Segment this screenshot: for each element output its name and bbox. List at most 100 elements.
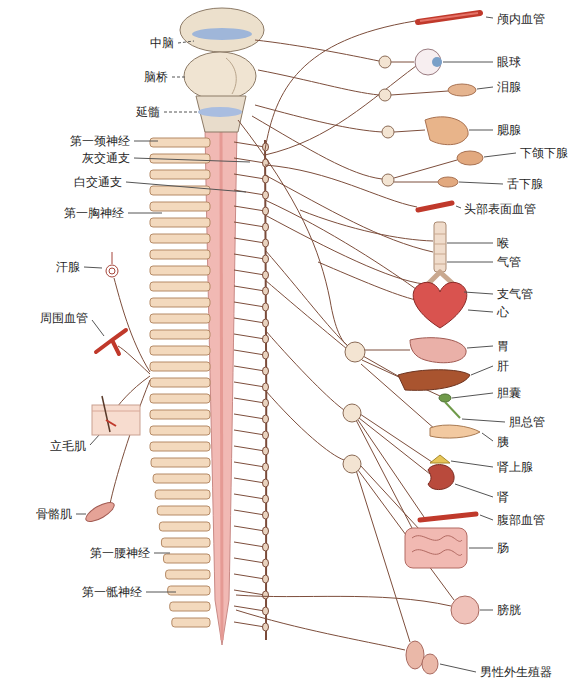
spinal-nerve-roots <box>150 234 210 243</box>
organ-label: 舌下腺 <box>507 177 543 191</box>
organ-label: 肾上腺 <box>497 460 533 474</box>
structure-label: 灰交通支 <box>82 151 130 165</box>
sympathetic-trunk <box>263 255 269 263</box>
nerve-fiber <box>391 91 448 95</box>
structure-label: 立毛肌 <box>50 439 86 453</box>
sympathetic-trunk <box>263 335 269 343</box>
nerve-fiber <box>236 595 451 606</box>
blood-vessel <box>418 203 452 210</box>
ganglion <box>382 174 394 186</box>
nerve-fiber <box>394 160 457 178</box>
spinal-nerve-roots <box>234 350 265 355</box>
brainstem <box>192 28 252 40</box>
blood-vessel <box>418 13 480 520</box>
leader-line <box>467 346 493 348</box>
sympathetic-trunk <box>263 495 269 503</box>
spinal-nerve-roots <box>234 254 265 259</box>
brainstem <box>198 107 242 117</box>
spinal-nerve-roots <box>234 142 265 147</box>
sweat-gland <box>106 265 118 277</box>
sympathetic-trunk <box>263 623 269 631</box>
skeletal-muscle <box>83 499 117 525</box>
brainstem <box>226 58 236 94</box>
leader-line <box>462 419 505 422</box>
airway <box>434 222 446 272</box>
spinal-nerve-roots <box>150 138 265 627</box>
sympathetic-trunk <box>263 607 269 615</box>
leader-line <box>455 484 493 497</box>
abdominal-organ <box>398 338 480 674</box>
leader-line <box>451 461 493 467</box>
spinal-nerve-roots <box>234 366 265 371</box>
organ-label: 颅内血管 <box>497 12 545 26</box>
spinal-nerve-roots <box>164 554 210 563</box>
spinal-nerve-roots <box>234 382 265 387</box>
leader-line <box>480 515 493 520</box>
airway <box>434 234 446 264</box>
spinal-nerve-roots <box>150 202 210 211</box>
ganglion <box>382 126 394 138</box>
airway <box>420 222 462 292</box>
sympathetic-trunk <box>263 239 269 247</box>
organ-label: 支气管 <box>497 287 533 301</box>
leader-line <box>480 610 493 611</box>
spinal-nerve-roots <box>150 314 210 323</box>
ganglion <box>343 455 361 473</box>
leader-line <box>452 393 493 398</box>
sympathetic-trunk <box>263 367 269 375</box>
leader-line <box>178 41 194 43</box>
organ-label: 腹部血管 <box>497 513 545 527</box>
nerve-fiber <box>238 120 348 346</box>
skin-hair <box>92 396 140 435</box>
organ-label: 肾 <box>497 490 509 504</box>
structure-label: 白交通支 <box>74 175 122 189</box>
nerve-fiber <box>265 66 416 155</box>
spinal-nerve-roots <box>150 218 210 227</box>
organ-label: 肠 <box>497 541 509 555</box>
leader-line <box>471 366 493 375</box>
blood-vessel <box>96 330 126 354</box>
spinal-nerve-roots <box>234 494 265 499</box>
nerve-fiber <box>360 465 420 530</box>
organ-label: 男性外生殖器 <box>480 665 552 679</box>
leader-line <box>447 243 493 244</box>
nerve-fiber <box>265 165 417 207</box>
leader-line <box>128 213 162 214</box>
leader-line <box>90 434 100 445</box>
spinal-nerve-roots <box>150 282 210 291</box>
sympathetic-trunk <box>263 431 269 439</box>
spinal-nerve-roots <box>234 174 265 179</box>
sympathetic-trunk <box>263 319 269 327</box>
sympathetic-trunk <box>263 527 269 535</box>
blood-vessel <box>96 330 126 354</box>
ganglion <box>343 56 394 473</box>
spinal-nerve-roots <box>150 394 210 403</box>
organ-label: 泪腺 <box>497 80 521 94</box>
spinal-nerve-roots <box>234 270 265 275</box>
nerve-fiber <box>252 116 382 179</box>
organ-label: 腮腺 <box>497 123 521 137</box>
leader-line <box>477 87 493 89</box>
spinal-nerve-roots <box>150 330 210 339</box>
sympathetic-trunk <box>263 543 269 551</box>
spinal-nerve-roots <box>159 522 210 531</box>
structure-label: 第一胸神经 <box>64 206 124 220</box>
spinal-nerve-roots <box>170 602 210 611</box>
heart <box>413 282 467 328</box>
spinal-nerve-roots <box>150 298 210 307</box>
leader-line <box>469 548 493 549</box>
sweat-gland <box>112 252 113 264</box>
sympathetic-trunk <box>263 479 269 487</box>
blood-vessel <box>418 13 480 22</box>
spinal-nerve-roots <box>150 266 210 275</box>
nerve-fiber <box>318 262 416 300</box>
skin-hair <box>92 405 140 435</box>
sympathetic-trunk <box>263 591 269 599</box>
organ-label: 下颌下腺 <box>520 146 568 160</box>
organ-label: 头部表面血管 <box>464 202 536 216</box>
abdominal-organ <box>430 425 480 438</box>
leader-line <box>469 130 493 131</box>
spinal-nerve-roots <box>150 138 210 147</box>
spinal-nerve-roots <box>234 190 265 195</box>
